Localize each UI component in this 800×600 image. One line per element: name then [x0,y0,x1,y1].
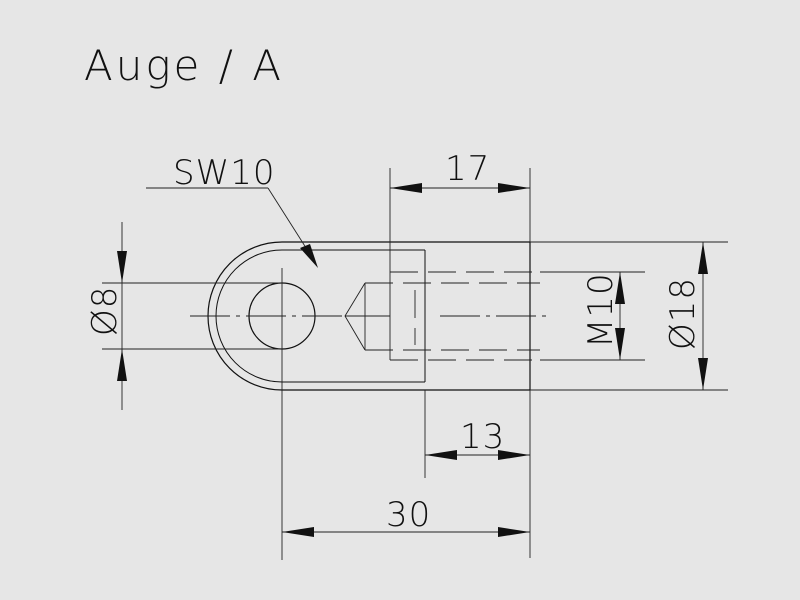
d8-arrow-top [117,251,127,283]
center-lines [190,268,550,560]
dim13-label: 13 [460,417,505,457]
dim30-arrow-right [498,527,530,537]
sw10-arrowhead [300,244,318,268]
dim13-arrow-left [425,450,457,460]
dim17-arrow-left [390,183,422,193]
dim17-label: 17 [445,149,490,189]
drawing-title: Auge / A [84,41,284,90]
m10-arrow-top [615,272,625,304]
dim-d18: Ø18 [530,241,728,391]
dim30-arrow-left [282,527,314,537]
threaded-bore [344,271,540,361]
dim-d8: Ø8 [85,222,282,410]
d18-arrow-top [698,242,708,274]
dim-13: 13 [424,390,531,558]
dim17-arrow-right [498,183,530,193]
drill-point-cone [344,282,366,351]
dim-17: 17 [389,149,531,272]
m10-label: M10 [581,272,621,348]
m10-arrow-bottom [615,328,625,360]
d8-arrow-bottom [117,349,127,381]
d18-label: Ø18 [663,277,703,350]
dim-m10: M10 [540,271,645,361]
d8-label: Ø8 [85,286,125,336]
dim-30: 30 [282,495,530,537]
dim-sw10: SW10 [146,153,318,268]
dim13-arrow-right [498,450,530,460]
dim30-label: 30 [386,495,431,535]
sw10-label: SW10 [173,153,275,193]
d18-arrow-bottom [698,358,708,390]
